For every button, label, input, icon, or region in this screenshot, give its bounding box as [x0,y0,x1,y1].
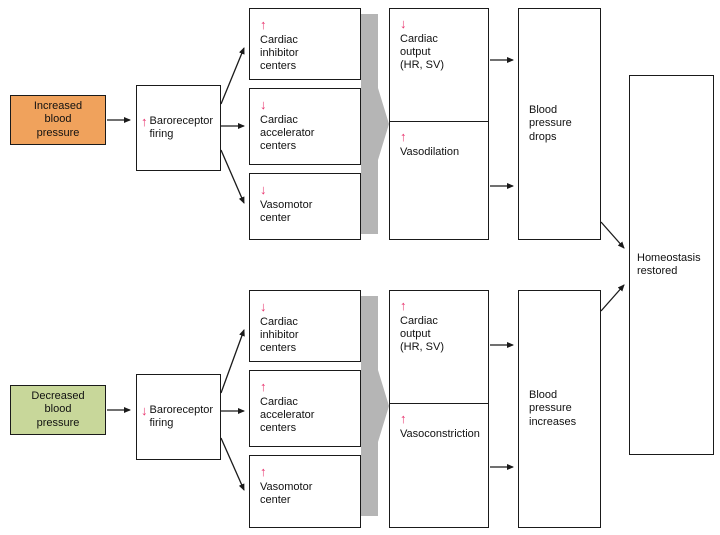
bp-increases-box: Blood pressure increases [518,290,601,528]
arrow-outcome-result-bottom [600,284,625,312]
up-arrow-icon: ↑ [141,113,148,129]
down-arrow-icon: ↓ [260,97,267,112]
increased-bp-box: Increased blood pressure [10,95,106,145]
up-arrow-icon: ↑ [260,464,267,479]
arrow-baro-inhibitor-top [220,47,245,105]
baroreceptor-content-bottom: ↓ Baroreceptor firing [141,404,213,430]
bp-drops-label: Blood pressure drops [529,104,572,143]
cardiac-accelerator-label-bottom: Cardiac accelerator centers [260,396,315,435]
down-arrow-icon: ↓ [141,402,148,418]
cardiac-output-section-top: ↓ Cardiac output (HR, SV) [390,9,488,122]
vasomotor-label-bottom: Vasomotor center [260,481,313,507]
up-arrow-icon: ↑ [260,379,267,394]
big-arrow-bottom [361,296,389,516]
baroreceptor-content-top: ↑ Baroreceptor firing [141,115,213,141]
vasoconstriction-label: Vasoconstriction [400,428,480,440]
cardiac-accelerator-label-top: Cardiac accelerator centers [260,114,315,153]
effects-box-bottom: ↑ Cardiac output (HR, SV) ↑ Vasoconstric… [389,290,489,528]
bp-increases-label: Blood pressure increases [529,389,577,428]
vasomotor-box-bottom: ↑ Vasomotor center [249,455,361,528]
cardiac-inhibitor-label-bottom: Cardiac inhibitor centers [260,316,299,355]
down-arrow-icon: ↓ [400,16,407,31]
vasodilation-label: Vasodilation [400,146,460,158]
up-arrow-icon: ↑ [260,17,267,32]
big-arrow-top [361,14,389,234]
arrow-baro-inhibitor-bottom [220,329,245,394]
cardiac-accelerator-box-bottom: ↑ Cardiac accelerator centers [249,370,361,447]
increased-bp-label: Increased blood pressure [33,100,83,139]
decreased-bp-box: Decreased blood pressure [10,385,106,435]
cardiac-output-label-bottom: Cardiac output (HR, SV) [400,315,444,354]
decreased-bp-label: Decreased blood pressure [31,390,85,429]
cardiac-accelerator-box-top: ↓ Cardiac accelerator centers [249,88,361,165]
cardiac-inhibitor-box-top: ↑ Cardiac inhibitor centers [249,8,361,80]
baroreceptor-box-top: ↑ Baroreceptor firing [136,85,221,171]
up-arrow-icon: ↑ [400,129,407,144]
up-arrow-icon: ↑ [400,411,407,426]
bp-drops-box: Blood pressure drops [518,8,601,240]
baroreceptor-box-bottom: ↓ Baroreceptor firing [136,374,221,460]
vasomotor-label-top: Vasomotor center [260,199,313,225]
baroreceptor-label-top: Baroreceptor firing [149,114,214,140]
vasodilation-section: ↑ Vasodilation [390,122,488,239]
arrow-baro-vasomotor-bottom [220,437,245,491]
down-arrow-icon: ↓ [260,299,267,314]
arrow-baro-vasomotor-top [220,149,245,204]
cardiac-inhibitor-label-top: Cardiac inhibitor centers [260,34,299,73]
arrow-outcome-result-top [600,221,625,249]
vasomotor-box-top: ↓ Vasomotor center [249,173,361,240]
baroreceptor-label-bottom: Baroreceptor firing [149,403,214,429]
homeostasis-box: Homeostasis restored [629,75,714,455]
vasoconstriction-section: ↑ Vasoconstriction [390,404,488,527]
cardiac-output-section-bottom: ↑ Cardiac output (HR, SV) [390,291,488,404]
cardiac-output-label-top: Cardiac output (HR, SV) [400,33,444,72]
effects-box-top: ↓ Cardiac output (HR, SV) ↑ Vasodilation [389,8,489,240]
up-arrow-icon: ↑ [400,298,407,313]
cardiac-inhibitor-box-bottom: ↓ Cardiac inhibitor centers [249,290,361,362]
homeostasis-label: Homeostasis restored [637,251,701,277]
down-arrow-icon: ↓ [260,182,267,197]
